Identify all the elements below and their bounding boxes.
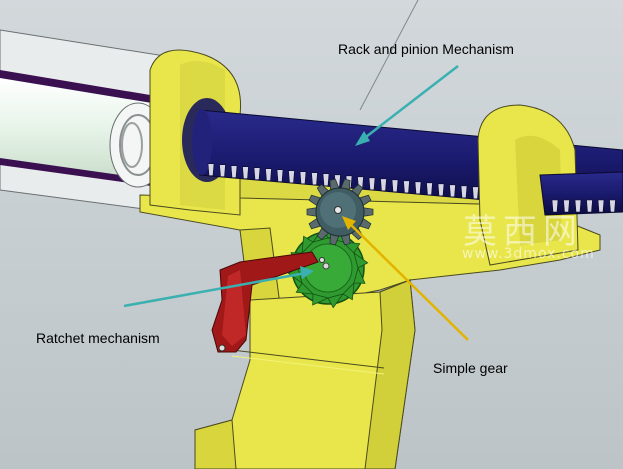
construction-line bbox=[359, 0, 419, 111]
rack-tooth bbox=[322, 173, 330, 187]
rack-tooth bbox=[563, 199, 570, 213]
rack-teeth bbox=[207, 163, 479, 200]
rack-tooth bbox=[230, 165, 238, 179]
ratchet-tooth bbox=[312, 293, 330, 306]
rack-tooth bbox=[207, 163, 215, 176]
arrow-head-gear bbox=[342, 216, 356, 230]
rack-tooth bbox=[414, 181, 422, 195]
ratchet-tooth bbox=[301, 235, 314, 255]
rack-tooth bbox=[265, 168, 272, 182]
rack-tooth bbox=[586, 199, 593, 213]
arrow-simple-gear bbox=[347, 221, 469, 341]
pawl-lever bbox=[211, 251, 325, 353]
rack-tooth bbox=[574, 199, 582, 213]
label-rack-and-pinion: Rack and pinion Mechanism bbox=[338, 41, 514, 57]
rack-tooth bbox=[253, 167, 261, 181]
rack-tooth bbox=[219, 164, 226, 178]
ratchet-tooth bbox=[353, 252, 369, 269]
rack-tooth bbox=[288, 170, 295, 184]
rack-tooth bbox=[551, 199, 559, 213]
ratchet-tooth bbox=[342, 281, 355, 301]
rack-teeth-right bbox=[551, 199, 616, 213]
ratchet-tooth bbox=[327, 293, 344, 309]
rack-tooth bbox=[299, 171, 307, 185]
rack-tooth bbox=[403, 180, 410, 194]
arrow-ratchet bbox=[123, 271, 307, 308]
rack-tooth bbox=[380, 178, 387, 192]
label-ratchet-mechanism: Ratchet mechanism bbox=[36, 330, 160, 346]
arrow-rack-and-pinion bbox=[361, 65, 459, 141]
rack-tooth bbox=[391, 179, 399, 193]
rack-tooth bbox=[426, 182, 433, 196]
rack-tooth bbox=[242, 166, 249, 180]
rack-tooth bbox=[368, 177, 376, 191]
rack-tooth bbox=[609, 199, 616, 213]
rack-tooth bbox=[449, 184, 456, 198]
rack-tooth bbox=[437, 183, 445, 197]
rack-tooth bbox=[597, 199, 605, 213]
arrow-head-rack bbox=[355, 131, 370, 146]
ratchet-tooth bbox=[295, 282, 315, 295]
ratchet-tooth bbox=[353, 266, 366, 284]
right-bearing-block bbox=[477, 104, 623, 266]
ratchet-tooth bbox=[341, 241, 361, 254]
rack-tooth bbox=[276, 169, 284, 183]
watermark-site: www.3dmox.com bbox=[462, 246, 595, 262]
annotation-arrows bbox=[123, 65, 469, 341]
rack-tooth bbox=[311, 172, 318, 186]
rack-tooth bbox=[460, 185, 468, 199]
watermark-chinese: 莫西网 bbox=[463, 212, 583, 252]
rack-tooth bbox=[472, 186, 479, 200]
label-simple-gear: Simple gear bbox=[433, 360, 508, 376]
arrow-head-ratchet bbox=[300, 266, 314, 279]
